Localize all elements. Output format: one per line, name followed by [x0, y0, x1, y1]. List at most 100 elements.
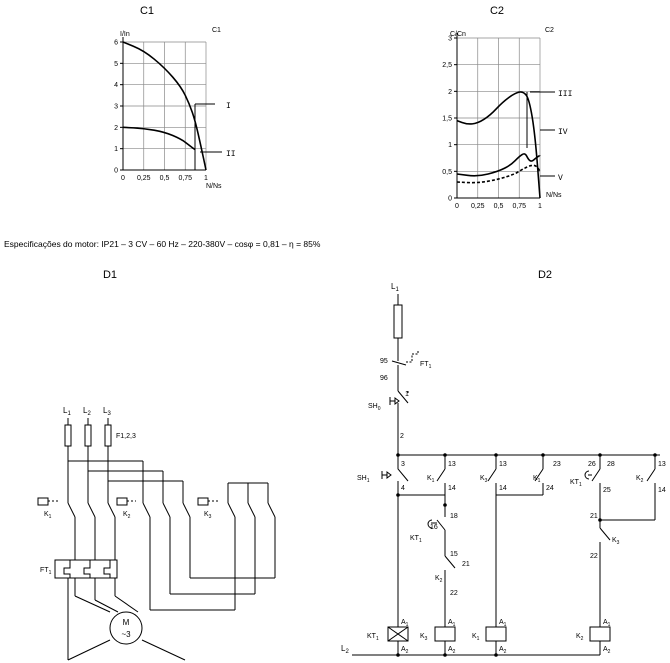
d2-sh0-label: SH0	[368, 403, 381, 412]
d2-kt1-top-label: KT1	[570, 479, 582, 488]
d2-node-21-b: 21	[590, 513, 598, 520]
svg-text:A2: A2	[448, 646, 456, 655]
c1-y-tick: 4	[114, 82, 118, 89]
d2-node-2: 2	[400, 433, 404, 440]
c1-y-tick: 6	[114, 40, 118, 47]
svg-text:K3: K3	[420, 633, 428, 642]
c2-y-tick: 3	[448, 36, 452, 43]
c1-y-tick: 3	[114, 104, 118, 111]
d2-sh1-label: SH1	[357, 475, 370, 484]
c1-series-i	[122, 41, 207, 171]
d2-k2-contact-label: K2	[435, 575, 443, 584]
svg-text:K1: K1	[472, 633, 480, 642]
d1-relay-label: FT1	[40, 567, 52, 576]
d1-phase-l3: L3	[103, 406, 111, 417]
svg-text:A2: A2	[603, 646, 611, 655]
chart-c1-ylabel: I/In	[120, 31, 130, 38]
c2-y-tick: 1,5	[442, 116, 452, 123]
d2-coil-k1: K1	[472, 626, 507, 642]
c2-x-tick: 0,5	[494, 203, 504, 210]
d1-fuse-label: F1,2,3	[116, 433, 136, 440]
d2-node-25: 25	[603, 487, 611, 494]
d2-node-18: 18	[450, 513, 458, 520]
chart-c1-series	[122, 41, 207, 171]
chart-c2-series-label-iv: IV	[558, 128, 568, 137]
c1-x-tick: 0	[121, 175, 125, 182]
d2-node-24: 24	[546, 485, 554, 492]
d2-l1-label: L1	[391, 282, 399, 293]
c2-series-iii	[456, 91, 541, 199]
d2-node-14-b: 14	[499, 485, 507, 492]
chart-c2-ticks: 0 0,25 0,5 0,75 1 0 0,5 1 1,5 2 2,5 3	[442, 36, 542, 211]
diagram-d1: D1 L1 L2 L3 F1,2,3 K1 K2 K3	[37, 269, 276, 661]
d1-title: D1	[103, 269, 117, 281]
motor-spec-text: Especificações do motor: IP21 – 3 CV – 6…	[4, 239, 321, 249]
d1-motor-sym: ~3	[121, 630, 131, 639]
d1-coil-k3	[197, 497, 209, 506]
d1-label-k1: K1	[44, 511, 52, 520]
c1-x-tick: 0,5	[160, 175, 170, 182]
d2-node-28: 28	[607, 461, 615, 468]
chart-c2-title: C2	[490, 5, 504, 17]
d2-node-22-b: 22	[590, 553, 598, 560]
d1-coil-k1	[37, 497, 49, 506]
d2-node-95: 95	[380, 358, 388, 365]
d2-k1-contact2-label: K1	[533, 475, 541, 484]
svg-text:A2: A2	[401, 646, 409, 655]
d1-fuse-3	[104, 424, 112, 447]
chart-c2-series-label-iii: III	[558, 90, 572, 99]
d1-label-k2: K2	[123, 511, 131, 520]
chart-c1-series-label-ii: II	[226, 150, 236, 159]
d2-k3-contact-label: K3	[480, 475, 488, 484]
d2-node-21-a: 21	[462, 561, 470, 568]
chart-c1-series-label-i: I	[226, 102, 231, 111]
d2-node-13-b: 13	[499, 461, 507, 468]
c2-x-tick: 1	[538, 203, 542, 210]
chart-c1-corner-label: C1	[212, 27, 221, 34]
c2-y-tick: 0,5	[442, 169, 452, 176]
c2-x-tick: 0,25	[471, 203, 485, 210]
chart-c2-series-label-v: V	[558, 174, 563, 183]
c1-series-ii	[122, 126, 196, 151]
d2-node-13-a: 13	[448, 461, 456, 468]
c2-series-iv	[456, 153, 541, 177]
c2-y-tick: 2	[448, 89, 452, 96]
d2-coil-k3: K3	[420, 626, 456, 642]
c2-y-tick: 2,5	[442, 62, 452, 69]
c2-y-tick: 1	[448, 142, 452, 149]
svg-text:A1: A1	[499, 619, 507, 628]
d1-label-k3: K3	[204, 511, 212, 520]
chart-c2-grid	[456, 33, 541, 199]
c2-x-tick: 0,75	[512, 203, 526, 210]
chart-c2-xlabel: N/Ns	[546, 192, 562, 199]
chart-c2-series	[456, 91, 541, 199]
svg-text:A1: A1	[401, 619, 409, 628]
d1-phase-l1: L1	[63, 406, 71, 417]
d2-node-1: 1	[405, 391, 409, 398]
c1-x-tick: 0,75	[178, 175, 192, 182]
diagram-d2: D2 L1 95 FT1 96 SH0 1 2 3 SH1 4	[341, 269, 666, 657]
d2-node-15: 15	[450, 551, 458, 558]
c1-y-tick: 0	[114, 168, 118, 175]
d2-title: D2	[538, 269, 552, 281]
d1-coil-k2	[116, 497, 128, 506]
d2-node-3: 3	[401, 461, 405, 468]
d2-node-26: 26	[588, 461, 596, 468]
d2-l2-label: L2	[341, 644, 349, 655]
d1-fuse-2	[84, 424, 92, 447]
chart-c1-xlabel: N/Ns	[206, 183, 222, 190]
c2-y-tick: 0	[448, 196, 452, 203]
d2-k3-contact2-label: K3	[612, 537, 620, 546]
svg-text:KT1: KT1	[367, 633, 379, 642]
d2-node-4: 4	[401, 485, 405, 492]
d2-node-96: 96	[380, 375, 388, 382]
d2-node-14-a: 14	[448, 485, 456, 492]
d1-motor-m: M	[123, 618, 130, 627]
c2-x-tick: 0	[455, 203, 459, 210]
c2-series-v	[456, 164, 541, 184]
d1-fuse-1	[64, 424, 72, 447]
